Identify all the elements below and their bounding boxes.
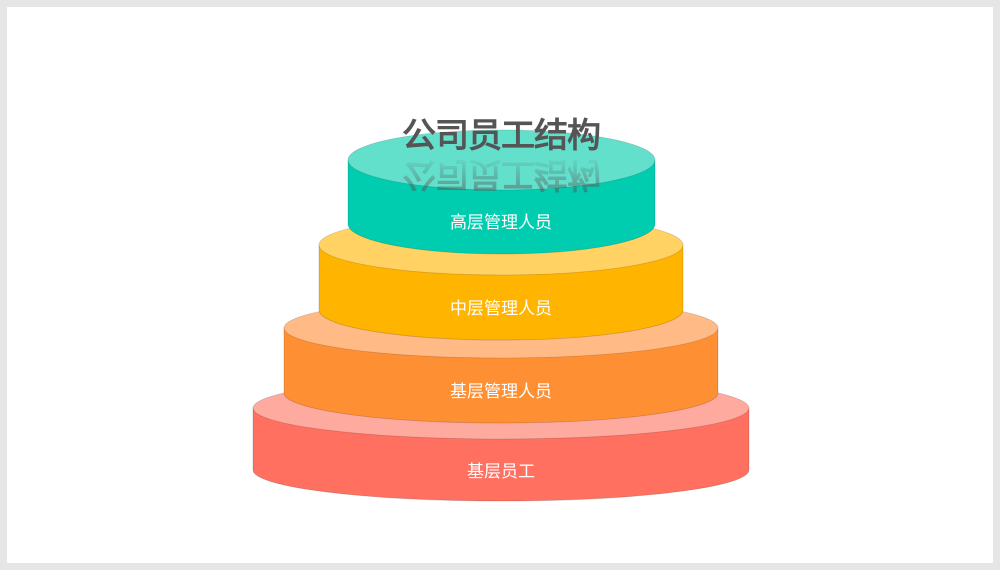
tier-label-senior-management: 高层管理人员 <box>450 213 552 233</box>
diagram-title: 公司员工结构 <box>402 116 600 156</box>
diagram-title-reflection: 公司员工结构 <box>402 154 600 194</box>
tier-label-junior-management: 基层管理人员 <box>450 382 552 402</box>
tier-top <box>347 129 656 191</box>
tier-label-staff: 基层员工 <box>467 462 535 482</box>
tier-senior-management <box>347 129 656 255</box>
tier-label-middle-management: 中层管理人员 <box>450 299 552 319</box>
